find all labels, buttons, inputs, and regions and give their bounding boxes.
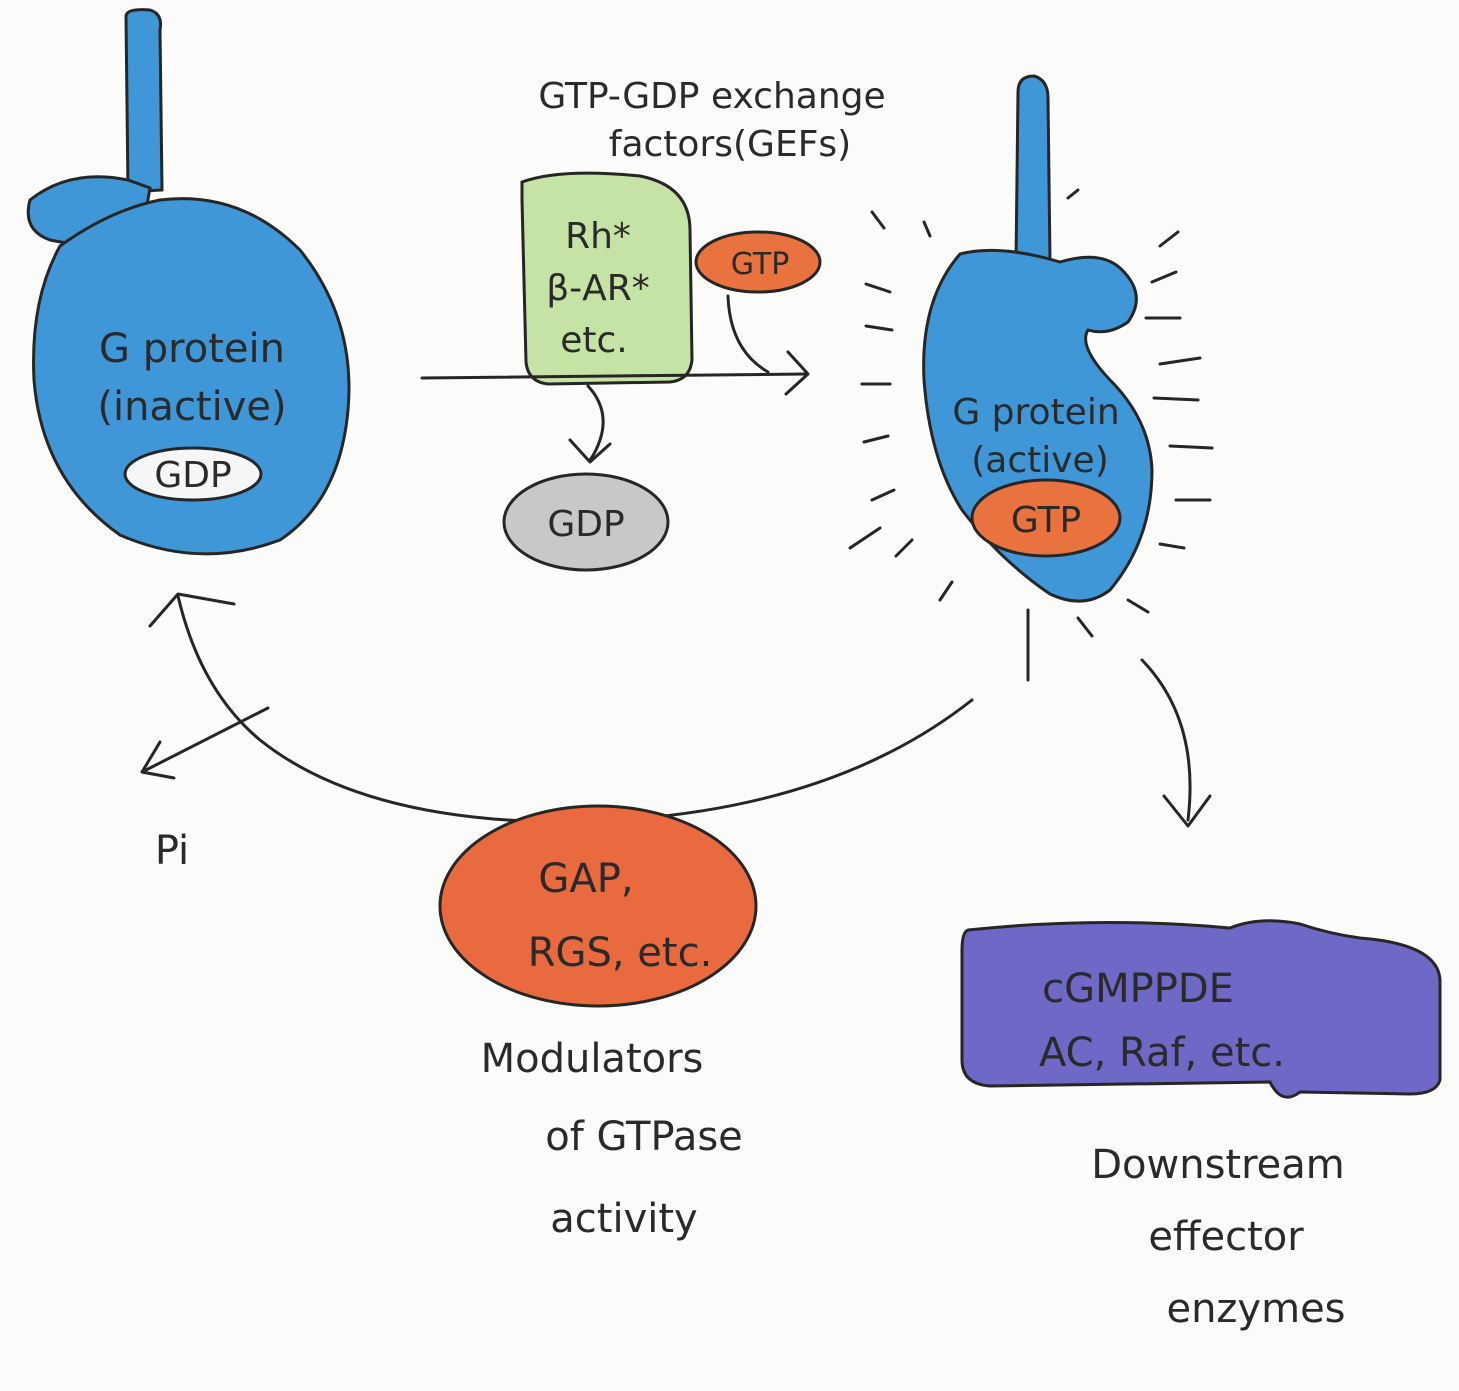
gef-title-line2: factors(GEFs)	[609, 124, 851, 165]
effector-label-line1: cGMPPDE	[1042, 966, 1234, 1012]
gap-caption-line1: Modulators	[481, 1036, 704, 1082]
active-glow-lines	[848, 188, 1214, 682]
gef-box-line3: etc.	[560, 320, 628, 361]
effector-caption-line3: enzymes	[1166, 1286, 1345, 1332]
inactive-g-protein-label-line2: (inactive)	[97, 384, 286, 430]
gtp-entering-label: GTP	[731, 247, 790, 282]
effector-arrow	[1140, 658, 1212, 828]
gdp-released: GDP	[502, 472, 670, 572]
hydrolysis-arrowhead	[148, 592, 236, 628]
effector-caption-line2: effector	[1148, 1214, 1304, 1260]
inactive-g-protein-body	[32, 197, 351, 556]
gap-label-line1: GAP,	[538, 856, 633, 902]
gdp-release-arrowhead	[568, 438, 612, 464]
effector-caption-line1: Downstream	[1091, 1142, 1345, 1188]
gtp-entering: GTP	[694, 230, 822, 294]
effector-arrow-shaft	[1140, 658, 1192, 822]
gef-box-line1: Rh*	[565, 216, 631, 257]
effector-box-shape	[960, 919, 1442, 1099]
gef-box-line2: β-AR*	[546, 268, 650, 309]
inactive-gdp-label: GDP	[154, 455, 231, 496]
active-g-protein: G protein (active) GTP	[848, 74, 1214, 682]
inactive-g-protein: G protein (inactive) GDP	[26, 8, 351, 556]
gap-label-line2: RGS, etc.	[528, 930, 713, 976]
active-gtp-label: GTP	[1011, 500, 1081, 541]
active-g-protein-anchor	[1014, 74, 1052, 264]
gdp-released-label: GDP	[547, 504, 624, 545]
inactive-gdp-oval	[123, 446, 263, 502]
pi-release-line	[144, 706, 270, 772]
active-gtp-oval	[970, 478, 1122, 558]
active-g-protein-label-line1: G protein	[952, 392, 1119, 433]
activation-arrow-shaft	[420, 372, 807, 380]
gef-box-shape	[520, 171, 694, 386]
gef-box: Rh* β-AR* etc.	[520, 171, 694, 386]
gdp-release-curve	[586, 384, 605, 462]
inactive-g-protein-label-line1: G protein	[99, 326, 285, 372]
hydrolysis-arrow: Pi	[140, 592, 974, 874]
inactive-g-protein-anchor	[124, 8, 164, 194]
gap-caption-line2: of GTPase	[545, 1114, 743, 1160]
effector-caption: Downstream effector enzymes	[1091, 1142, 1345, 1332]
effector-label-line2: AC, Raf, etc.	[1039, 1030, 1285, 1076]
gtp-entering-oval	[694, 230, 822, 294]
activation-arrow	[420, 294, 810, 464]
hydrolysis-arc	[176, 594, 974, 824]
gap-oval	[438, 804, 758, 1008]
gef-title: GTP-GDP exchange factors(GEFs)	[538, 76, 885, 165]
activation-arrow-head	[784, 350, 810, 396]
gtp-joining-curve	[726, 294, 770, 374]
pi-release-arrowhead	[140, 740, 176, 780]
pi-label: Pi	[155, 828, 189, 874]
effector-box: cGMPPDE AC, Raf, etc.	[960, 919, 1442, 1099]
effector-arrow-head	[1162, 794, 1212, 828]
gef-title-line1: GTP-GDP exchange	[538, 76, 885, 117]
gap-caption-line3: activity	[550, 1196, 697, 1242]
gap-caption: Modulators of GTPase activity	[481, 1036, 743, 1242]
active-g-protein-label-line2: (active)	[971, 440, 1109, 481]
gdp-released-oval	[502, 472, 670, 572]
gap-modulator: GAP, RGS, etc.	[438, 804, 758, 1008]
